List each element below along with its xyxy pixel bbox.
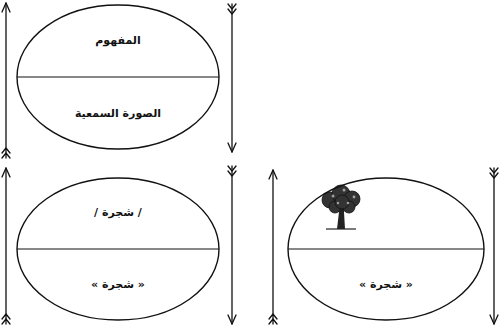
sound-image-label: « شجرة » [359,278,413,291]
down-arrow [490,168,498,324]
concept-label: المفهوم [95,34,140,47]
divider-line [288,248,484,249]
ellipse-outline [16,177,220,321]
sign-ellipse: / شجرة / « شجرة » [16,177,220,321]
sign-ellipse: « شجرة » [287,177,485,321]
down-arrow [228,166,236,324]
sound-image-label: « شجرة » [91,278,145,291]
lower-half: « شجرة » [287,249,485,321]
ellipse-outline [287,177,485,321]
ellipse-border [17,5,219,149]
divider-line [17,76,219,77]
up-arrow [2,3,10,158]
down-arrow [228,4,236,152]
lower-half: « شجرة » [16,249,220,321]
divider-line [17,248,219,249]
upper-half: / شجرة / [16,177,220,249]
sign-ellipse: المفهوم الصورة السمعية [16,4,220,150]
concept-label: / شجرة / [94,206,142,219]
ellipse-outline [16,4,220,150]
up-arrow [2,168,10,324]
upper-half [287,177,485,249]
ellipse-border [288,178,484,320]
ellipse-border [17,178,219,320]
upper-half: المفهوم [16,4,220,77]
sound-image-label: الصورة السمعية [75,107,161,120]
lower-half: الصورة السمعية [16,77,220,150]
up-arrow [269,170,277,324]
